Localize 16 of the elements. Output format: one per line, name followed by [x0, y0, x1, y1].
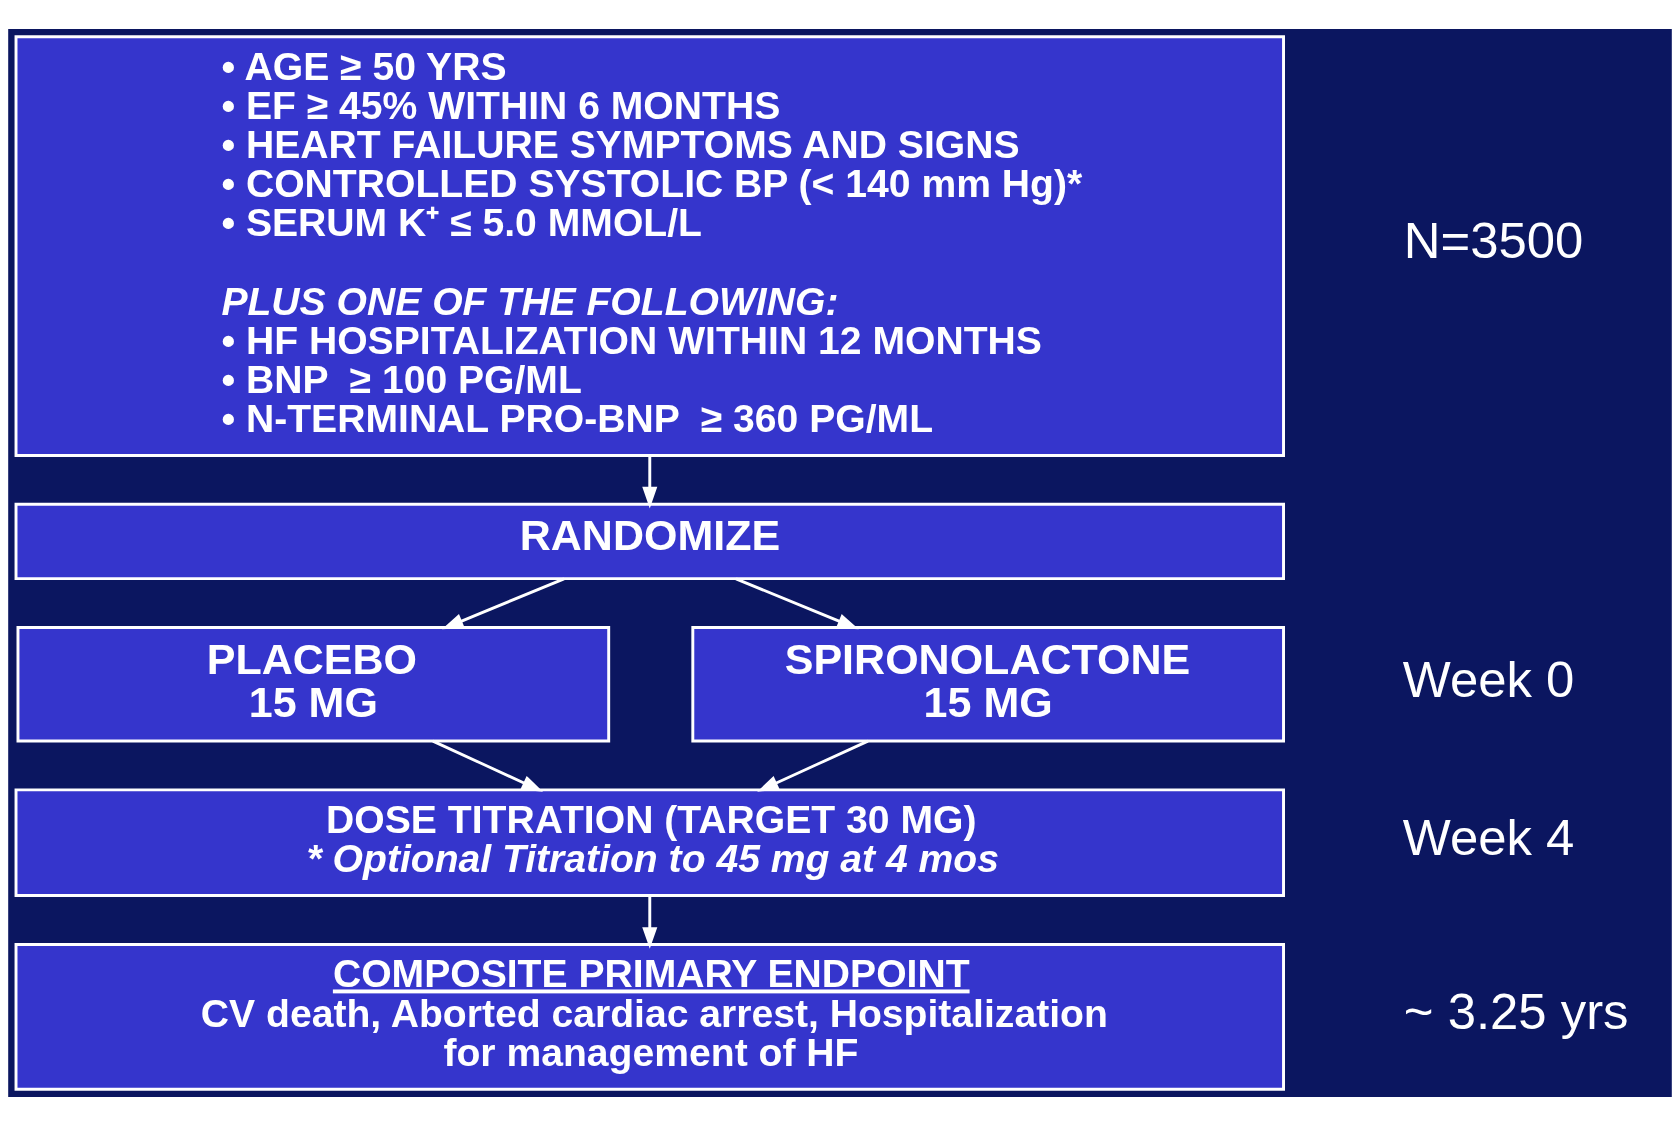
arrow [441, 577, 565, 630]
node-box: RANDOMIZE [14, 502, 1285, 581]
arrow [735, 577, 859, 630]
label: N=3500 [1403, 212, 1584, 270]
node-box: DOSE TITRATION (TARGET 30 MG) * Optional Titration to 45 mg at 4 mos [14, 788, 1285, 897]
label: ~ 3.25 yrs [1403, 983, 1629, 1041]
label: Week 0 [1402, 650, 1575, 708]
label: Week 4 [1402, 809, 1575, 867]
node-box: SPIRONOLACTONE 15 MG [691, 626, 1285, 743]
arrow [757, 739, 869, 792]
node-box: COMPOSITE PRIMARY ENDPOINT CV death, Aborted cardiac arrest, Hospitalization for management of HF [14, 942, 1285, 1091]
node-box: PLACEBO 15 MG [16, 626, 611, 743]
arrow [432, 739, 544, 792]
node-box: • AGE ≥ 50 YRS • EF ≥ 45% WITHIN 6 MONTHS • HEART FAILURE SYMPTOMS AND SIGNS • CONTROLLED SYSTOLIC BP (< 140 mm Hg)* • SERUM K⁺ ≤ 5.0 MMOL/L PLUS ONE OF THE FOLLOWING: • HF HOSPITALIZATION WITHIN 12 MONTHS • BNP ≥ 100 PG/ML • N-TERMINAL PRO-BNP ≥ 360 PG/ML [14, 35, 1285, 457]
arrow [642, 895, 658, 949]
arrow [642, 456, 658, 509]
